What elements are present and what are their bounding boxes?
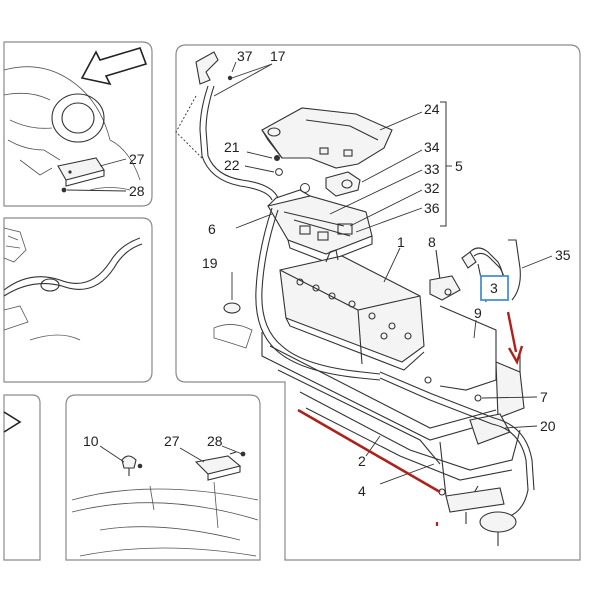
engine-bay-harness-sketch	[3, 227, 143, 341]
arrow-fragment-icon	[3, 411, 22, 433]
pad-part-19	[213, 272, 253, 349]
bolt-part-7	[424, 376, 482, 402]
label-7: 7	[540, 389, 548, 405]
label-5: 5	[455, 158, 463, 174]
ground-cable-part-20	[379, 371, 535, 546]
cable-part-17	[199, 85, 215, 157]
callout-box-3	[480, 275, 509, 301]
screw-part-28-small	[61, 187, 67, 193]
annotation-line	[297, 408, 441, 494]
label-8: 8	[428, 234, 436, 250]
label-27-bottom: 27	[164, 433, 180, 449]
terminal-part-8	[429, 249, 461, 301]
screw-part-28-bottom	[240, 451, 246, 457]
label-17: 17	[270, 48, 286, 64]
clip-part-10	[121, 455, 143, 476]
label-2: 2	[358, 453, 366, 469]
label-37: 37	[237, 48, 253, 64]
label-10: 10	[83, 433, 99, 449]
label-6: 6	[208, 221, 216, 237]
label-9: 9	[474, 305, 482, 321]
group-bracket	[440, 101, 447, 227]
vehicle-front-sketch	[3, 66, 141, 191]
label-21: 21	[224, 139, 240, 155]
bracket-part-4	[438, 441, 505, 524]
red-arrow-icon	[506, 311, 524, 365]
connector-part-37	[195, 51, 233, 85]
fuse-box-assembly	[267, 189, 373, 263]
label-22: 22	[224, 157, 240, 173]
label-28-top-left: 28	[129, 183, 145, 199]
label-3: 3	[490, 280, 498, 296]
label-24: 24	[424, 101, 440, 117]
battery-part-1	[279, 249, 425, 371]
panel-bottom-middle	[65, 394, 261, 561]
label-32: 32	[424, 180, 440, 196]
label-27-top-left: 27	[129, 151, 145, 167]
label-35: 35	[555, 247, 571, 263]
washer-part-22	[275, 168, 283, 176]
label-4: 4	[358, 483, 366, 499]
relay-part-34	[325, 171, 361, 197]
label-34: 34	[424, 139, 440, 155]
module-part-27-small	[57, 157, 105, 187]
label-20: 20	[540, 418, 556, 434]
label-1: 1	[397, 234, 405, 250]
vehicle-body-sketch	[71, 481, 259, 557]
label-19: 19	[202, 255, 218, 271]
arrow-icon	[80, 47, 148, 86]
nut-part-21	[274, 155, 280, 161]
panel-bottom-left	[3, 394, 41, 561]
label-33: 33	[424, 161, 440, 177]
cover-part-24	[261, 107, 393, 169]
battery-tray	[261, 305, 525, 481]
panel-mid-left	[3, 217, 153, 383]
module-part-27-bottom	[194, 451, 242, 481]
panel-top-left	[3, 41, 153, 207]
label-36: 36	[424, 200, 440, 216]
label-28-bottom: 28	[207, 433, 223, 449]
